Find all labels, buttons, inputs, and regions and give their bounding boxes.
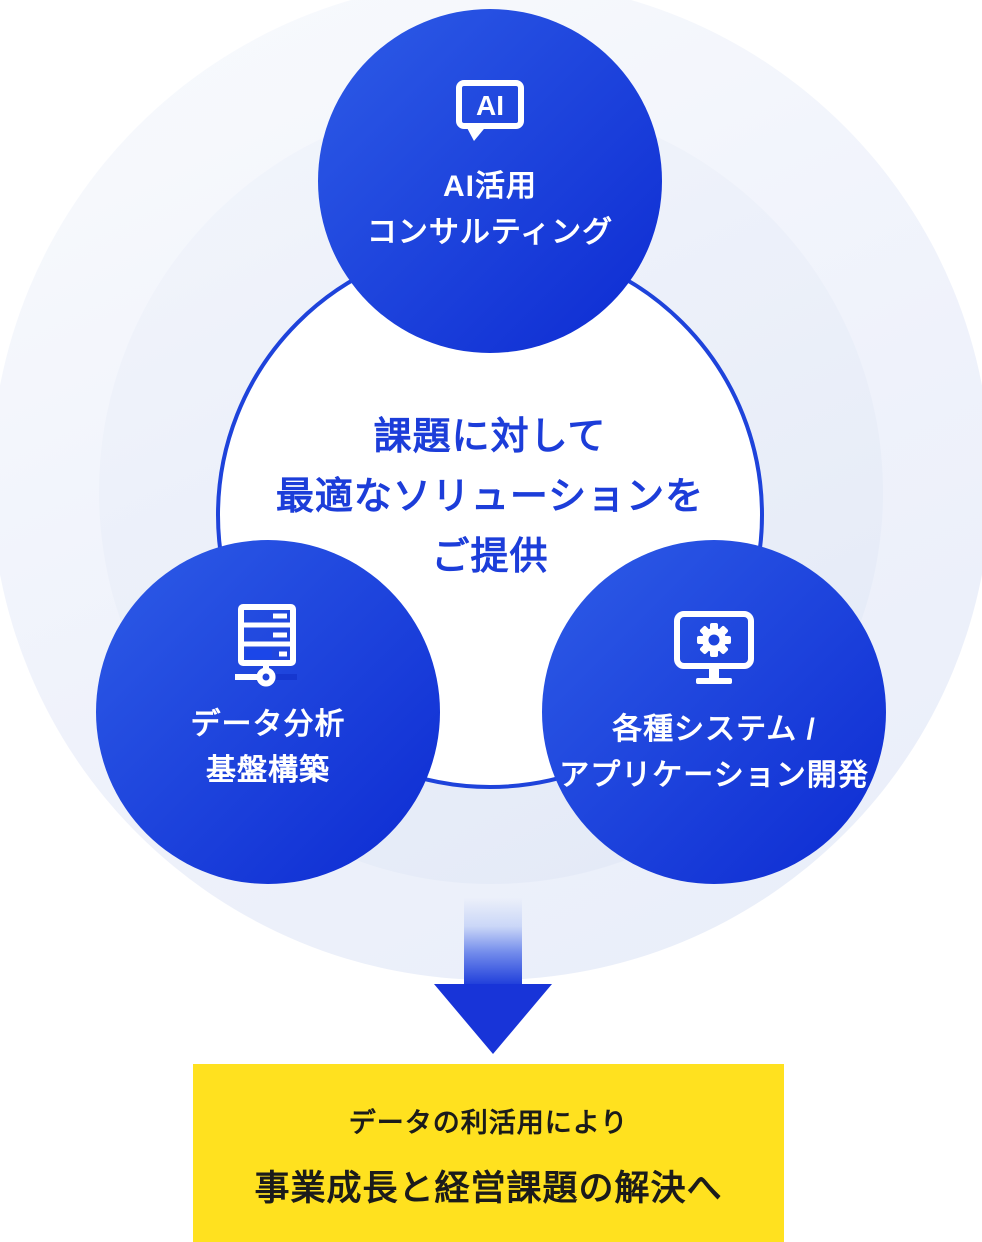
center-text-line: 課題に対して <box>373 416 607 458</box>
node-label-line: アプリケーション開発 <box>559 759 869 792</box>
node-label-data-analysis: データ分析 基盤構築 <box>191 702 346 794</box>
node-system-dev: 各種システム / アプリケーション開発 <box>542 540 886 884</box>
node-label-line: 各種システム / <box>612 713 816 746</box>
monitor-gear-icon <box>674 611 754 687</box>
server-database-icon <box>235 604 301 688</box>
node-label-line: コンサルティング <box>366 216 614 249</box>
result-banner-title: 事業成長と経営課題の解決へ <box>254 1169 723 1208</box>
center-text-line: ご提供 <box>431 536 549 578</box>
result-banner: データの利活用により 事業成長と経営課題の解決へ <box>193 1064 784 1242</box>
gear-glyph <box>697 623 731 657</box>
node-label-line: データ分析 <box>190 708 346 741</box>
node-label-line: 基盤構築 <box>206 754 330 787</box>
node-label-system-dev: 各種システム / アプリケーション開発 <box>559 707 868 799</box>
down-arrow-icon <box>434 984 552 1054</box>
node-data-analysis: データ分析 基盤構築 <box>96 540 440 884</box>
node-label-line: AI活用 <box>442 170 537 203</box>
ai-chat-bubble-icon: AI <box>455 80 525 144</box>
center-text-line: 最適なソリューションを <box>275 476 705 518</box>
node-ai-consulting: AI AI活用 コンサルティング <box>318 9 662 353</box>
ai-icon-text: AI <box>476 90 504 121</box>
result-banner-subtitle: データの利活用により <box>348 1108 629 1138</box>
node-label-ai-consulting: AI活用 コンサルティング <box>367 164 613 256</box>
down-arrow-shaft <box>464 898 522 986</box>
center-circle-text: 課題に対して 最適なソリューションを ご提供 <box>276 407 704 587</box>
